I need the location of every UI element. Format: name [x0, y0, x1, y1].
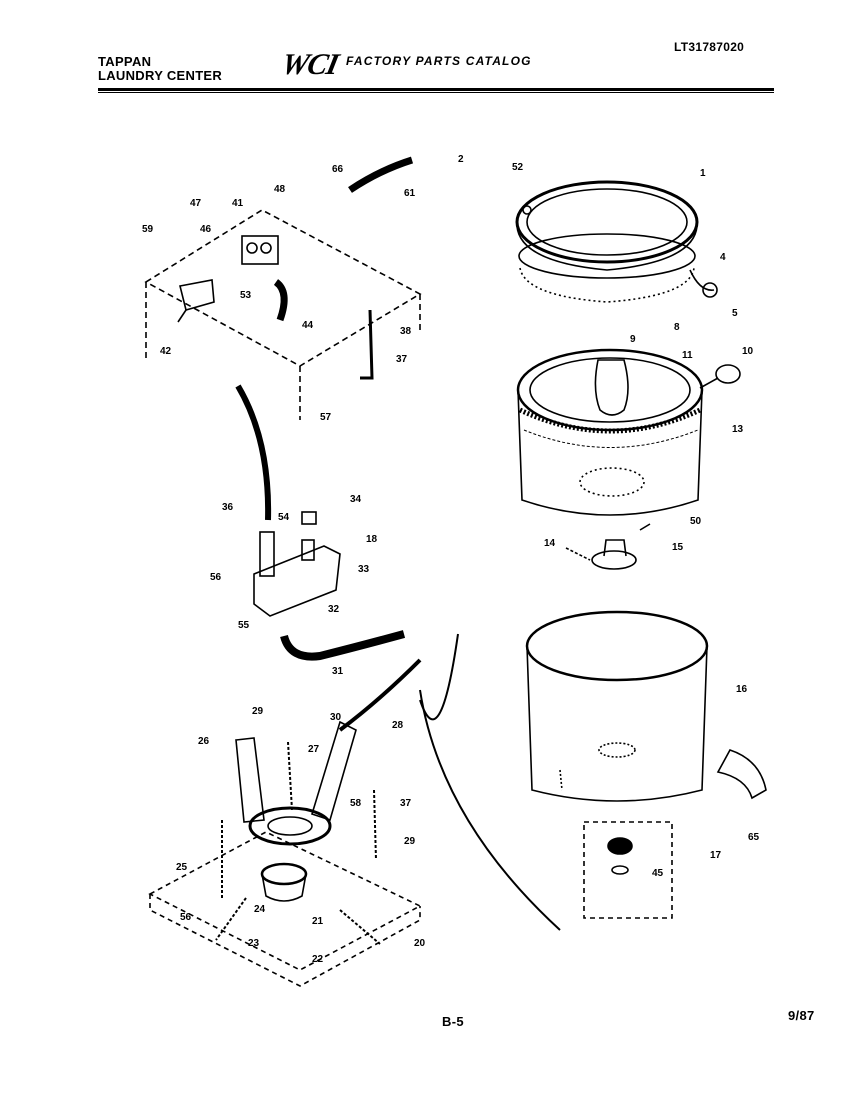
tub-ring [515, 180, 718, 303]
part-label: 30 [330, 712, 342, 723]
part-label: 56 [180, 912, 192, 923]
part-label: 61 [404, 188, 416, 199]
catalog-sheet: TAPPAN LAUNDRY CENTER WCI FACTORY PARTS … [56, 12, 836, 1080]
access-cover [716, 749, 767, 800]
fill-hose [348, 156, 414, 193]
part-label: 34 [350, 494, 362, 505]
part-label: 52 [512, 162, 524, 173]
part-label: 21 [312, 916, 324, 927]
product-line: LAUNDRY CENTER [98, 68, 223, 83]
switch [179, 279, 215, 311]
spin-basket [516, 348, 741, 516]
part-label: 31 [332, 666, 344, 677]
part-label: 4 [720, 252, 726, 263]
part-label: 9 [630, 334, 636, 345]
page-number: B-5 [442, 1014, 464, 1029]
part-number-labels: 1252666148474659415344423837574589101113… [142, 154, 760, 965]
part-label: 48 [274, 184, 286, 195]
part-label: 65 [748, 832, 760, 843]
hose-44 [273, 279, 288, 322]
pump-housing [253, 511, 341, 617]
part-label: 66 [332, 164, 344, 175]
part-label: 10 [742, 346, 754, 357]
part-label: 32 [328, 604, 340, 615]
part-label: 28 [392, 720, 404, 731]
brand-name: TAPPAN [98, 54, 152, 69]
part-label: 57 [320, 412, 332, 423]
cable [419, 633, 459, 721]
cabinet-frame-top [144, 209, 422, 420]
part-label: 42 [160, 346, 172, 357]
part-label: 2 [458, 154, 464, 165]
part-label: 59 [142, 224, 154, 235]
seal-kit-box [583, 821, 673, 919]
part-label: 37 [396, 354, 408, 365]
part-label: 13 [732, 424, 744, 435]
drive-hub [565, 523, 651, 570]
part-label: 53 [240, 290, 252, 301]
part-label: 16 [736, 684, 748, 695]
outer-tub [525, 610, 709, 802]
part-label: 14 [544, 538, 556, 549]
pressure-tube [235, 384, 272, 521]
part-label: 50 [690, 516, 702, 527]
part-label: 18 [366, 534, 378, 545]
part-label: 41 [232, 198, 244, 209]
part-label: 20 [414, 938, 426, 949]
part-label: 11 [682, 350, 693, 361]
part-label: 54 [278, 512, 290, 523]
part-label: 26 [198, 736, 210, 747]
catalog-title: FACTORY PARTS CATALOG [346, 54, 532, 68]
base-frame [148, 831, 422, 987]
part-label: 23 [248, 938, 260, 949]
part-label: 29 [404, 836, 416, 847]
part-label: 1 [700, 168, 706, 179]
part-label: 45 [652, 868, 664, 879]
part-label: 58 [350, 798, 362, 809]
part-label: 8 [674, 322, 680, 333]
model-number: LT31787020 [674, 40, 745, 54]
date-code: 9/87 [788, 1008, 815, 1023]
part-label: 25 [176, 862, 188, 873]
part-label: 37 [400, 798, 412, 809]
part-label: 22 [312, 954, 324, 965]
drain-hose [280, 630, 406, 661]
part-label: 17 [710, 850, 722, 861]
part-label: 46 [200, 224, 212, 235]
part-label: 29 [252, 706, 264, 717]
part-label: 55 [238, 620, 250, 631]
part-label: 33 [358, 564, 370, 575]
part-label: 15 [672, 542, 684, 553]
part-label: 5 [732, 308, 738, 319]
header-rule [98, 88, 774, 91]
motor-mount [235, 720, 357, 902]
part-label: 56 [210, 572, 222, 583]
part-label: 47 [190, 198, 202, 209]
part-label: 44 [302, 320, 314, 331]
part-label: 36 [222, 502, 234, 513]
part-label: 27 [308, 744, 320, 755]
part-label: 24 [254, 904, 266, 915]
part-label: 38 [400, 326, 412, 337]
header-rule-thin [98, 92, 774, 93]
springs [215, 741, 381, 945]
water-valve [241, 235, 279, 265]
